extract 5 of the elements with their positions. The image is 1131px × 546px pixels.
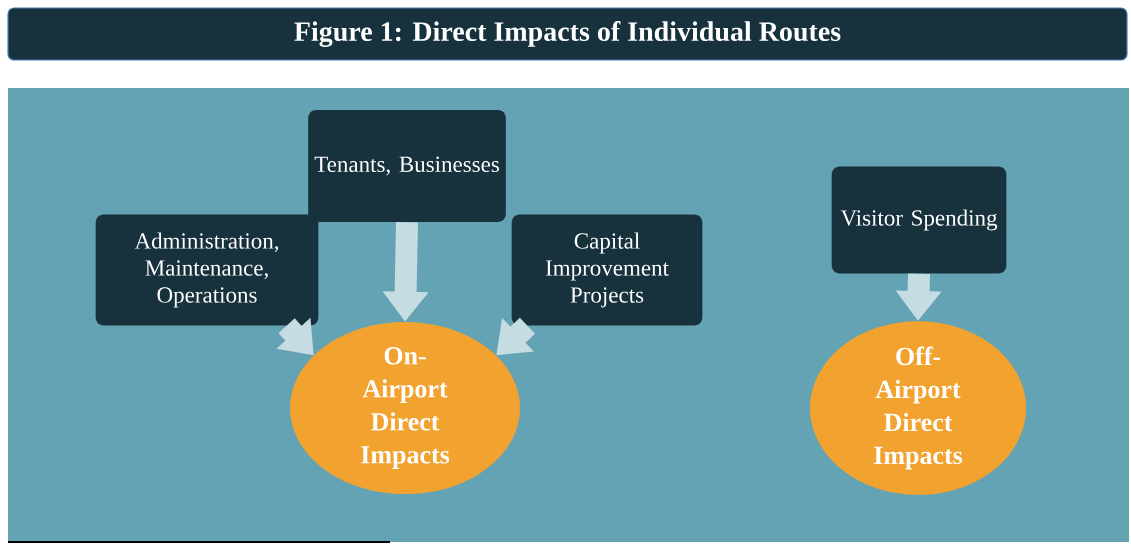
- title-bar: Figure 1: Direct Impacts of Individual Routes: [7, 7, 1128, 61]
- process-box: Capital Improvement Projects: [511, 214, 703, 326]
- process-box: Administration, Maintenance, Operations: [95, 214, 319, 326]
- process-box: Tenants, Businesses: [308, 110, 506, 222]
- process-box: Visitor Spending: [831, 166, 1007, 274]
